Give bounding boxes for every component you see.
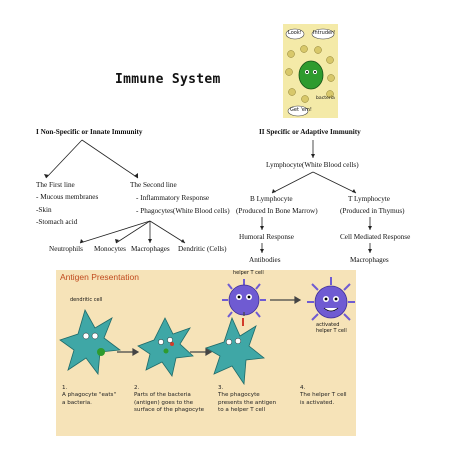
connector-b-cell xyxy=(271,171,314,194)
b-lymphocyte: B Lymphocyte xyxy=(250,195,293,203)
antigen-panel-graphics xyxy=(56,270,356,436)
dendritic-cell-2 xyxy=(137,317,194,377)
connector-dendritic xyxy=(149,220,186,244)
cell-mediated-response: Cell Mediated Response xyxy=(340,233,411,241)
activated-helper-t-cell xyxy=(307,277,355,321)
step-3-caption: 3. The phagocyte presents the antigen to… xyxy=(218,385,277,413)
speech-bubble-get-em: Get 'em! xyxy=(290,107,312,113)
activated-helper-t-cell-label: activated helper T cell xyxy=(316,322,347,334)
antigen-fragment-1 xyxy=(163,348,169,354)
macrophages-label: Macrophages xyxy=(350,256,389,264)
adaptive-heading: II Specific or Adaptive Immunity xyxy=(259,128,361,136)
dendritic-cell-label: dendritic cell xyxy=(70,297,103,303)
page-title: Immune System xyxy=(115,72,221,87)
dendritic-cell-3 xyxy=(205,316,266,386)
bacteria-inside-1 xyxy=(97,348,105,356)
dendritic-face-3 xyxy=(225,338,241,346)
connector-first-line xyxy=(45,139,83,179)
speech-bubble-intruder: Intruder! xyxy=(313,30,336,36)
helper-t-cell-label: helper T cell xyxy=(233,270,264,276)
antigen-fragment-2 xyxy=(170,342,174,346)
step-arrows xyxy=(117,295,302,357)
cartoon-illustration xyxy=(283,24,338,118)
step-2-caption: 2. Parts of the bacteria (antigen) goes … xyxy=(134,385,205,413)
phagocyte-neutrophils: Neutrophils xyxy=(49,245,83,253)
first-line-title: The First line xyxy=(36,181,75,189)
lymphocyte-label: Lymphocyte(White Blood cells) xyxy=(266,161,359,169)
tree-arrowheads xyxy=(44,154,372,253)
connector-monocytes xyxy=(115,220,151,244)
helper-t-cell xyxy=(222,279,266,318)
first-line-item: -Skin xyxy=(36,206,52,214)
connector-t-cell xyxy=(312,171,357,194)
bacteria-blob xyxy=(298,60,324,90)
t-lymphocyte: T Lymphocyte xyxy=(348,195,390,203)
antibodies-label: Antibodies xyxy=(249,256,281,264)
step-1-caption: 1. A phagocyte "eats" a bacteria. xyxy=(62,385,117,406)
speech-bubble-look: Look! xyxy=(288,30,302,36)
second-line-item: - Phagocytes(White Blood cells) xyxy=(136,207,230,215)
t-lymphocyte-origin: (Produced in Thymus) xyxy=(340,207,405,215)
humoral-response: Humoral Response xyxy=(239,233,294,241)
dendritic-face-2 xyxy=(158,337,173,345)
first-line-item: - Mucous membranes xyxy=(36,193,99,201)
phagocyte-macrophages: Macrophages xyxy=(131,245,170,253)
connector-neutrophils xyxy=(79,220,151,244)
b-lymphocyte-origin: (Produced In Bone Marrow) xyxy=(236,207,318,215)
second-line-item: - Inflammatory Response xyxy=(136,194,210,202)
dendritic-face-1 xyxy=(82,332,99,340)
cartoon-cells xyxy=(285,45,335,103)
innate-heading: I Non-Specific or Innate Immunity xyxy=(36,128,143,136)
phagocyte-dendritic: Dendritic (Cells) xyxy=(178,245,227,253)
second-line-title: The Second line xyxy=(130,181,177,189)
tree-connectors xyxy=(45,139,371,253)
antigen-panel-title: Antigen Presentation xyxy=(60,272,139,282)
first-line-item: -Stomach acid xyxy=(36,218,78,226)
speech-bubbles xyxy=(285,28,335,117)
dendritic-cell-1 xyxy=(59,308,122,376)
connector-second-line xyxy=(81,139,139,179)
step-4-caption: 4. The helper T cell is activated. xyxy=(300,385,347,406)
bacteria-label: bacteria xyxy=(316,96,335,101)
phagocyte-monocytes: Monocytes xyxy=(94,245,126,253)
antigen-presenter xyxy=(242,318,244,326)
